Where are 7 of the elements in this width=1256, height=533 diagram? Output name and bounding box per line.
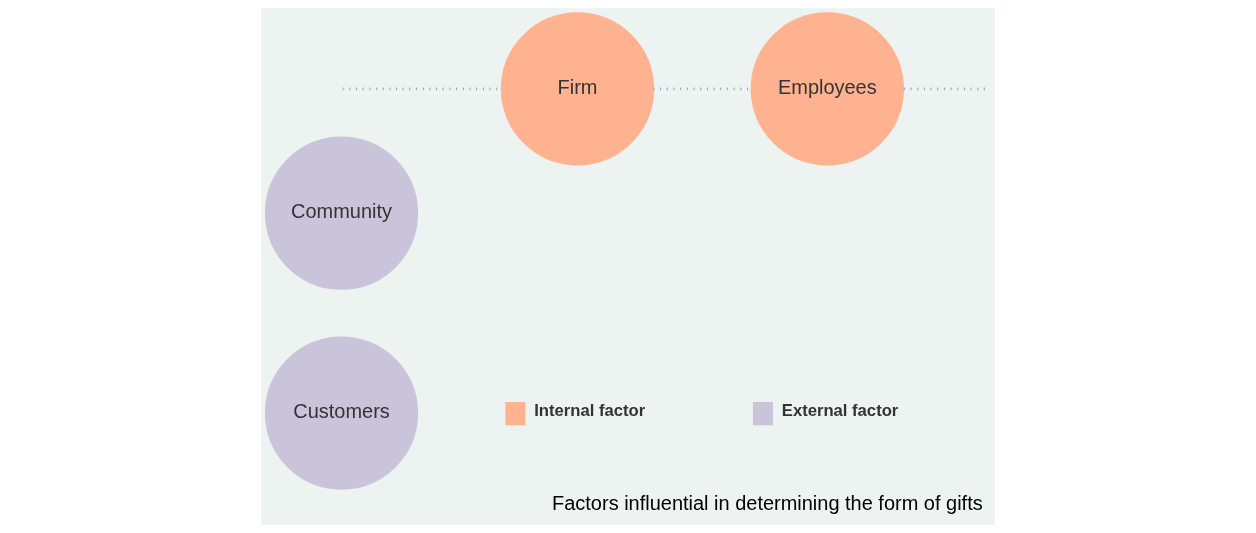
legend-label: External factor xyxy=(781,401,899,421)
node-circle: Firm xyxy=(500,12,655,166)
node-circle: Community xyxy=(264,136,419,290)
node-circle: Employees xyxy=(750,12,904,166)
node-circle: Customers xyxy=(264,336,419,490)
legend-label: Internal factor xyxy=(534,401,646,421)
diagram-title: Factors influential in determining the form of gifts xyxy=(552,491,983,514)
